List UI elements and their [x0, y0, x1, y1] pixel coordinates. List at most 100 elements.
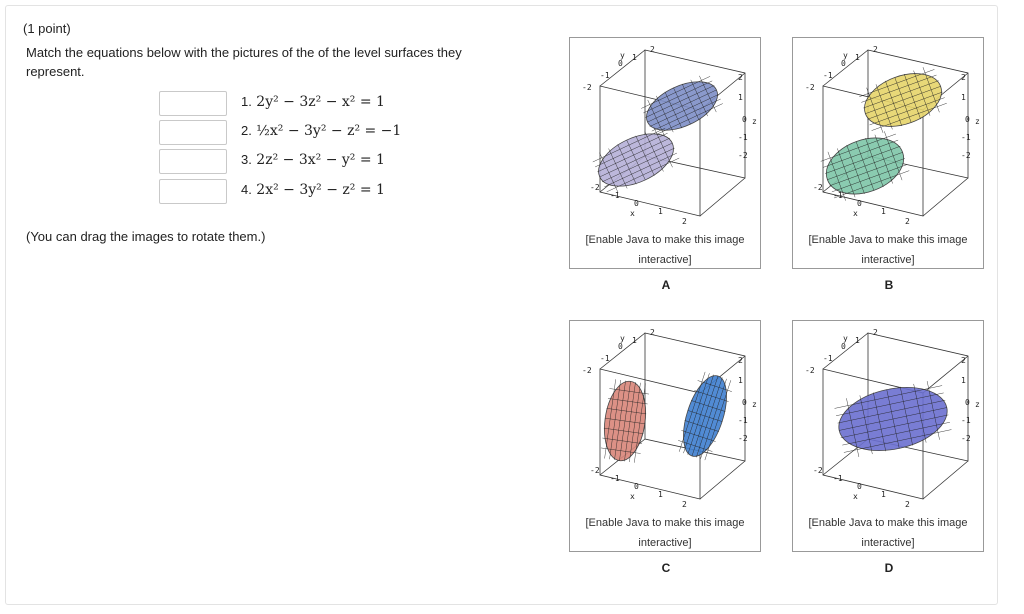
tick-label: 0 [742, 115, 747, 124]
mesh-line [651, 98, 721, 132]
box-edge [922, 355, 969, 394]
tick-label: -2 [590, 183, 600, 192]
box-edge [599, 49, 646, 87]
tick-label: 2 [650, 45, 655, 54]
surface-sheet-left [600, 379, 650, 463]
mesh-line [867, 91, 943, 120]
equation-text: 2x² − 3y² − z² = 1 [256, 182, 385, 198]
tick-label: -1 [823, 71, 833, 80]
mesh-line [922, 67, 940, 113]
mesh-line [684, 420, 719, 432]
enable-java-caption: [Enable Java to make this image interact… [585, 234, 745, 266]
mesh-line [900, 386, 913, 446]
box-edge [599, 332, 646, 370]
tick-label: -2 [813, 183, 823, 192]
problem-panel: (1 point) Match the equations below with… [5, 5, 998, 605]
mesh-line [874, 134, 893, 184]
tick-label: -1 [961, 416, 971, 425]
equation-2: 2. ½x² − 3y² − z² = −1 [241, 123, 401, 139]
enable-java-caption: [Enable Java to make this image interact… [808, 517, 968, 549]
answer-input-2[interactable] [159, 120, 227, 145]
equation-text: ½x² − 3y² − z² = −1 [256, 123, 402, 139]
tick-label: 1 [632, 336, 637, 345]
tick-label: 0 [841, 342, 846, 351]
mesh-line [678, 440, 713, 452]
mesh-line [691, 375, 719, 457]
axis-label-y: y [620, 51, 625, 60]
mesh-line [926, 381, 940, 440]
mesh-line [865, 138, 884, 188]
tick-label: 2 [961, 356, 966, 365]
mesh-line [696, 377, 723, 458]
surface-sheet-lower [592, 127, 680, 193]
tick-label: 1 [658, 490, 663, 499]
tick-label: -2 [582, 83, 592, 92]
tick-label: 1 [961, 93, 966, 102]
equation-number: 1. [241, 94, 252, 109]
tick-label: -1 [600, 354, 610, 363]
axis-label-x: x [630, 492, 635, 501]
tick-label: 0 [965, 398, 970, 407]
tick-label: 2 [961, 73, 966, 82]
equation-number: 2. [241, 123, 252, 138]
mesh-line [843, 429, 952, 453]
tick-label: 2 [682, 500, 687, 509]
tick-label: -1 [738, 416, 748, 425]
equation-text: 2y² − 3z² − x² = 1 [256, 94, 385, 110]
mesh-line [619, 381, 631, 461]
tick-label: 2 [905, 217, 910, 226]
mesh-line [913, 383, 927, 443]
tick-label: 2 [905, 500, 910, 509]
box-edge [822, 332, 869, 370]
tick-label: 1 [658, 207, 663, 216]
mesh-line [884, 131, 903, 181]
tick-label: 2 [738, 356, 743, 365]
axis-label-y: y [843, 51, 848, 60]
mesh-line [624, 382, 636, 462]
axis-label-z: z [975, 400, 980, 409]
tick-label: -2 [590, 466, 600, 475]
tick-label: 2 [873, 328, 878, 337]
surface-hyperboloid [834, 381, 952, 457]
mesh-line [886, 389, 900, 449]
tick-label: 0 [618, 342, 623, 351]
answer-input-3[interactable] [159, 149, 227, 174]
tick-label: -1 [833, 474, 843, 483]
equation-number: 4. [241, 182, 252, 197]
tick-label: 0 [634, 482, 639, 491]
tick-label: 2 [873, 45, 878, 54]
mesh-line [681, 430, 716, 442]
equation-3: 3. 2z² − 3x² − y² = 1 [241, 152, 385, 168]
tick-label: 0 [857, 482, 862, 491]
axis-label-z: z [752, 400, 757, 409]
surface-sheet-upper [859, 67, 947, 133]
tick-label: 1 [855, 53, 860, 62]
box-edge [699, 177, 746, 217]
tick-label: 1 [881, 207, 886, 216]
tick-label: 1 [855, 336, 860, 345]
equation-number: 3. [241, 152, 252, 167]
mesh-line [842, 422, 950, 446]
mesh-line [635, 135, 655, 176]
box-edge [922, 460, 969, 500]
tick-label: -2 [805, 83, 815, 92]
plot-box [599, 49, 746, 217]
mesh-line [894, 77, 912, 123]
tick-label: -2 [961, 151, 971, 160]
tick-label: -1 [600, 71, 610, 80]
axis-label-x: x [853, 209, 858, 218]
mesh-line [855, 141, 875, 191]
tick-label: 0 [857, 199, 862, 208]
answer-input-4[interactable] [159, 179, 227, 204]
tick-label: 1 [881, 490, 886, 499]
axis-label-y: y [620, 334, 625, 343]
answer-input-1[interactable] [159, 91, 227, 116]
